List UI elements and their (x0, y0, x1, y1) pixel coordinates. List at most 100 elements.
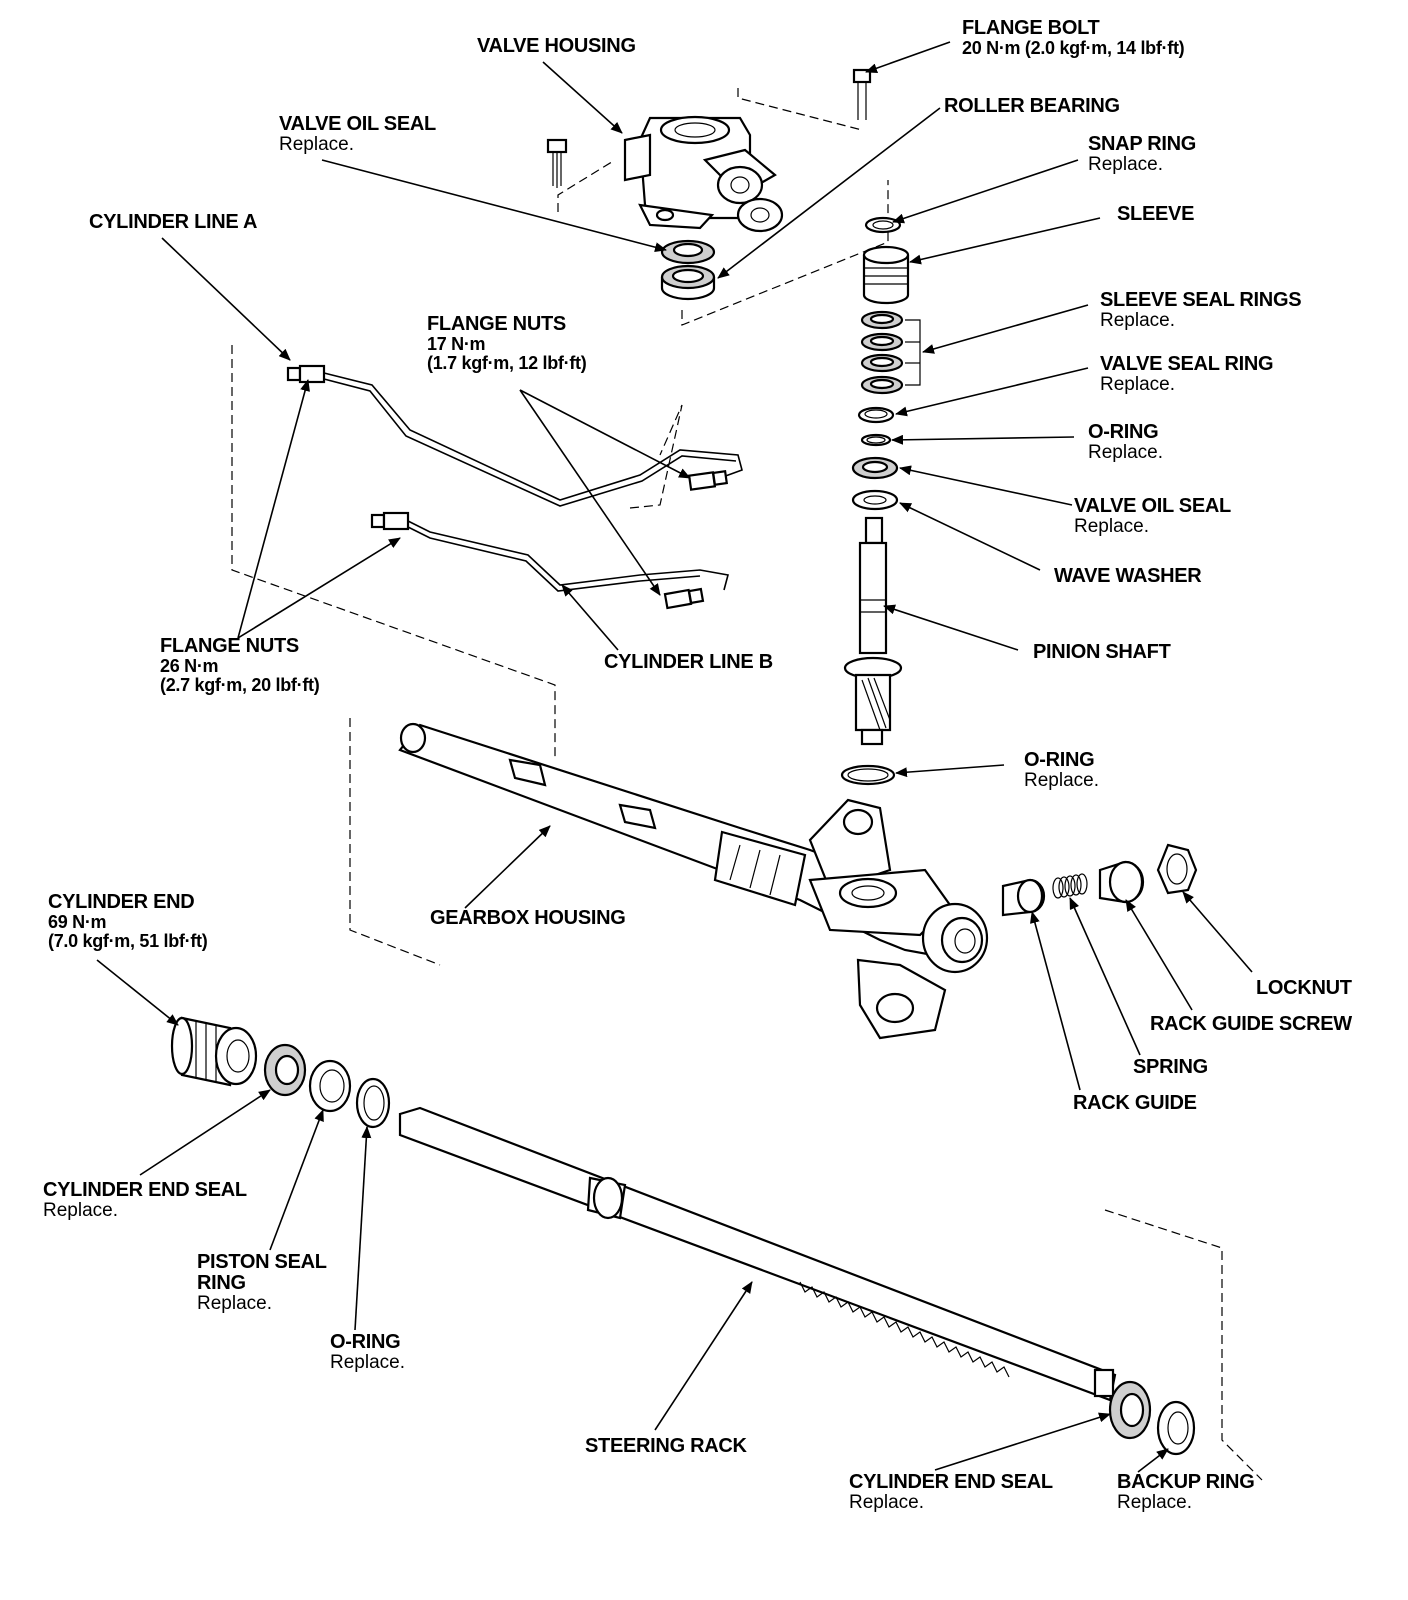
label-valve-oil-seal-mid-name: VALVE OIL SEAL (1074, 495, 1231, 517)
rack-guide-part (1001, 878, 1046, 917)
label-valve-oil-seal-top-note: Replace. (279, 134, 354, 155)
label-roller-bearing-name: ROLLER BEARING (944, 95, 1120, 117)
label-valve-oil-seal-top: VALVE OIL SEAL Replace. (279, 114, 436, 155)
flange-bolt-left-part (546, 138, 568, 188)
label-rack-guide-screw-name: RACK GUIDE SCREW (1150, 1013, 1352, 1035)
label-valve-oil-seal-mid: VALVE OIL SEAL Replace. (1074, 496, 1231, 537)
cylinder-end-part (170, 1016, 258, 1087)
o-ring-upper-part (860, 433, 892, 447)
label-o-ring-pinion-name: O-RING (1024, 749, 1095, 771)
label-sleeve-seal-rings: SLEEVE SEAL RINGS Replace. (1100, 289, 1302, 331)
label-sleeve-seal-rings-note: Replace. (1100, 310, 1175, 331)
sleeve-part (862, 245, 910, 305)
label-backup-ring: BACKUP RING Replace. (1117, 1471, 1255, 1513)
valve-seal-ring-part (857, 406, 895, 424)
label-locknut: LOCKNUT (1256, 978, 1352, 999)
steering-rack-part (398, 1106, 1117, 1402)
label-o-ring-lower-name: O-RING (330, 1331, 401, 1353)
gearbox-housing-part (398, 722, 989, 1040)
label-snap-ring-name: SNAP RING (1088, 133, 1197, 155)
valve-oil-seal-top-part (660, 239, 716, 265)
label-piston-seal-ring: PISTON SEAL RING Replace. (197, 1252, 327, 1314)
label-sleeve-name: SLEEVE (1117, 203, 1195, 225)
label-valve-housing-name: VALVE HOUSING (477, 35, 636, 57)
pinion-shaft-part (843, 516, 903, 746)
label-o-ring-pinion: O-RING Replace. (1024, 750, 1099, 791)
label-piston-seal-ring-name1: PISTON SEAL (197, 1251, 327, 1273)
flange-bolt-right-part (852, 68, 872, 120)
label-spring-name: SPRING (1133, 1056, 1208, 1078)
label-flange-nuts-17: FLANGE NUTS 17 N·m (1.7 kgf·m, 12 lbf·ft… (427, 313, 587, 373)
label-cylinder-end-seal-left: CYLINDER END SEAL Replace. (43, 1180, 247, 1221)
label-steering-rack-name: STEERING RACK (585, 1435, 747, 1457)
label-valve-oil-seal-mid-note: Replace. (1074, 516, 1149, 537)
label-locknut-name: LOCKNUT (1256, 977, 1352, 999)
label-rack-guide-screw: RACK GUIDE SCREW (1150, 1014, 1352, 1035)
label-wave-washer: WAVE WASHER (1054, 565, 1202, 587)
locknut-part (1156, 843, 1198, 895)
label-flange-bolt: FLANGE BOLT 20 N·m (2.0 kgf·m, 14 lbf·ft… (962, 17, 1185, 58)
label-wave-washer-name: WAVE WASHER (1054, 565, 1202, 587)
label-gearbox-housing-name: GEARBOX HOUSING (430, 907, 626, 929)
label-cylinder-line-a: CYLINDER LINE A (89, 212, 257, 233)
roller-bearing-part (660, 264, 716, 301)
valve-oil-seal-mid-part (851, 456, 899, 480)
label-o-ring-lower: O-RING Replace. (330, 1332, 405, 1373)
cylinder-end-seal-left-part (263, 1043, 307, 1097)
o-ring-pinion-part (840, 764, 896, 786)
sleeve-seal-rings-part (860, 310, 921, 395)
cylinder-end-seal-right-part (1108, 1380, 1152, 1440)
label-valve-oil-seal-top-name: VALVE OIL SEAL (279, 113, 436, 135)
label-steering-rack: STEERING RACK (585, 1436, 747, 1457)
label-cylinder-line-b: CYLINDER LINE B (604, 652, 773, 673)
label-piston-seal-ring-note: Replace. (197, 1293, 272, 1314)
o-ring-lower-part (355, 1077, 391, 1129)
label-o-ring-upper-name: O-RING (1088, 421, 1159, 443)
wave-washer-part (851, 489, 899, 511)
label-o-ring-pinion-note: Replace. (1024, 770, 1099, 791)
label-sleeve-seal-rings-name: SLEEVE SEAL RINGS (1100, 289, 1302, 311)
label-flange-bolt-name: FLANGE BOLT (962, 17, 1100, 39)
label-flange-nuts-26-torque1: 26 N·m (160, 656, 219, 676)
label-rack-guide-name: RACK GUIDE (1073, 1092, 1197, 1114)
label-flange-nuts-17-name: FLANGE NUTS (427, 313, 566, 335)
spring-part (1052, 873, 1088, 899)
label-pinion-shaft-name: PINION SHAFT (1033, 641, 1171, 663)
label-cylinder-end-seal-right-note: Replace. (849, 1492, 924, 1513)
valve-housing-part (623, 115, 784, 233)
label-backup-ring-name: BACKUP RING (1117, 1471, 1255, 1493)
cylinder-line-a-part (286, 364, 743, 507)
label-flange-nuts-26: FLANGE NUTS 26 N·m (2.7 kgf·m, 20 lbf·ft… (160, 636, 320, 695)
label-flange-nuts-17-torque2: (1.7 kgf·m, 12 lbf·ft) (427, 352, 587, 373)
label-cylinder-end: CYLINDER END 69 N·m (7.0 kgf·m, 51 lbf·f… (48, 891, 208, 951)
backup-ring-part (1156, 1400, 1196, 1456)
label-cylinder-end-torque1: 69 N·m (48, 912, 107, 932)
label-snap-ring: SNAP RING Replace. (1088, 134, 1196, 175)
label-roller-bearing: ROLLER BEARING (944, 96, 1120, 117)
snap-ring-part (864, 216, 902, 234)
label-pinion-shaft: PINION SHAFT (1033, 642, 1171, 663)
label-cylinder-end-seal-right-name: CYLINDER END SEAL (849, 1471, 1053, 1493)
label-cylinder-end-seal-right: CYLINDER END SEAL Replace. (849, 1472, 1053, 1513)
label-snap-ring-note: Replace. (1088, 154, 1163, 175)
label-valve-housing: VALVE HOUSING (477, 36, 636, 57)
label-valve-seal-ring-note: Replace. (1100, 374, 1175, 395)
leader-lines (96, 41, 1253, 1473)
piston-seal-ring-part (308, 1059, 352, 1113)
label-o-ring-upper: O-RING Replace. (1088, 422, 1163, 463)
label-cylinder-end-name: CYLINDER END (48, 891, 195, 913)
label-flange-nuts-26-torque2: (2.7 kgf·m, 20 lbf·ft) (160, 674, 320, 695)
label-flange-bolt-torque: 20 N·m (2.0 kgf·m, 14 lbf·ft) (962, 38, 1185, 58)
label-valve-seal-ring: VALVE SEAL RING Replace. (1100, 353, 1274, 395)
label-backup-ring-note: Replace. (1117, 1492, 1192, 1513)
label-valve-seal-ring-name: VALVE SEAL RING (1100, 353, 1274, 375)
rack-guide-screw-part (1098, 860, 1145, 904)
cylinder-line-b-part (370, 511, 729, 610)
label-gearbox-housing: GEARBOX HOUSING (430, 908, 626, 929)
label-cylinder-line-b-name: CYLINDER LINE B (604, 651, 773, 673)
label-cylinder-end-torque2: (7.0 kgf·m, 51 lbf·ft) (48, 930, 208, 951)
label-flange-nuts-17-torque1: 17 N·m (427, 334, 486, 354)
label-cylinder-line-a-name: CYLINDER LINE A (89, 211, 258, 233)
label-spring: SPRING (1133, 1057, 1208, 1078)
